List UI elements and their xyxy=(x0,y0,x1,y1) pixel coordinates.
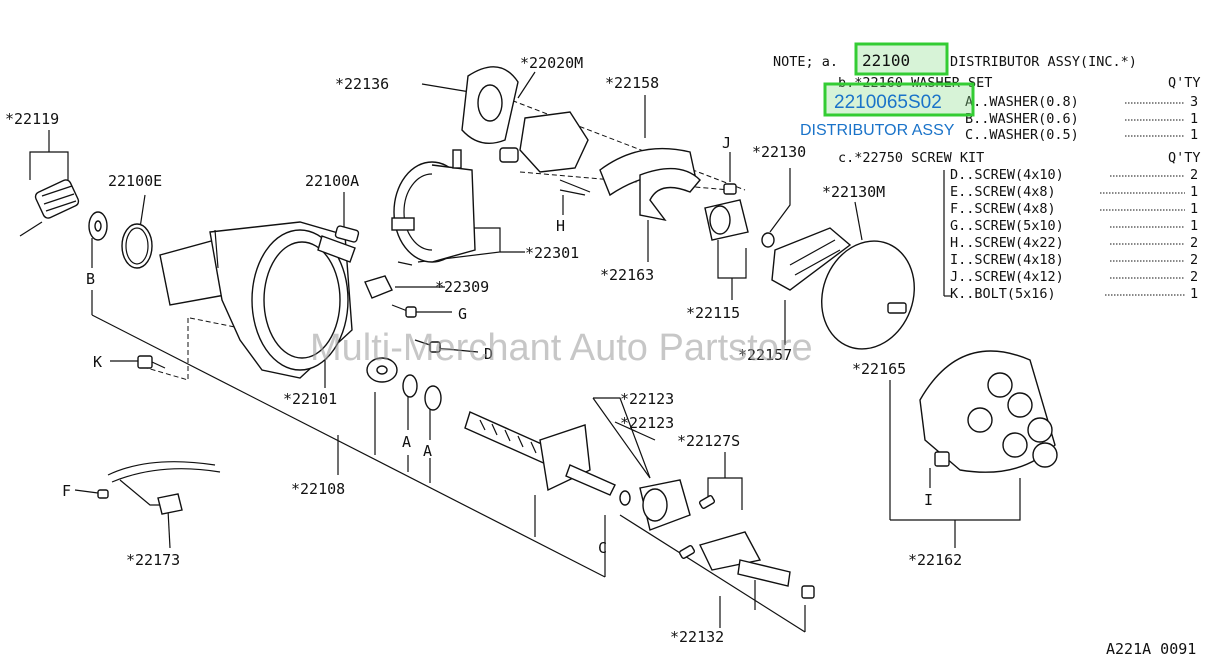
part-shaft-assembly xyxy=(464,411,616,496)
washer-row-b-qty: 1 xyxy=(1190,111,1198,127)
note-line1-part: 22100 xyxy=(862,51,910,70)
label-A-2: A xyxy=(423,442,432,460)
label-I: I xyxy=(924,491,933,509)
label-22163: *22163 xyxy=(600,266,654,284)
part-22157-rotor xyxy=(771,227,852,291)
part-22020M-breaker xyxy=(499,111,591,193)
part-22163-plate xyxy=(639,167,701,222)
part-22130M-cap-seal xyxy=(821,240,915,350)
screw-row-g-qty: 1 xyxy=(1190,218,1198,234)
washer-row-c-qty: 1 xyxy=(1190,127,1198,143)
label-22100E: 22100E xyxy=(108,172,162,190)
note-qty-header-2: Q'TY xyxy=(1168,150,1201,166)
label-22108: *22108 xyxy=(291,480,345,498)
part-k-bolt xyxy=(137,355,166,369)
label-B: B xyxy=(86,270,95,288)
part-22100A-screw xyxy=(334,225,360,243)
washer-row-a: A..WASHER(0.8) xyxy=(965,94,1079,110)
label-J: J xyxy=(722,134,731,152)
part-22136-plate xyxy=(461,66,519,144)
figure-code: A221A 0091 xyxy=(1106,640,1196,658)
label-H: H xyxy=(556,217,565,235)
part-22309-clip xyxy=(364,275,393,299)
screw-row-k-qty: 1 xyxy=(1190,286,1198,302)
label-22020M: *22020M xyxy=(520,54,583,72)
screw-row-e-qty: 1 xyxy=(1190,184,1198,200)
screw-row-j: J..SCREW(4x12) xyxy=(950,269,1064,285)
washer-row-a-qty: 3 xyxy=(1190,94,1198,110)
label-C: C xyxy=(598,539,607,557)
part-22100E-oring xyxy=(121,223,153,269)
part-washer-b xyxy=(88,211,108,241)
part-22123-pickup xyxy=(619,479,691,531)
label-22130M: *22130M xyxy=(822,183,885,201)
screw-row-f-qty: 1 xyxy=(1190,201,1198,217)
part-screw-j xyxy=(723,183,737,195)
label-F: F xyxy=(62,482,71,500)
label-22162: *22162 xyxy=(908,551,962,569)
screw-row-g: G..SCREW(5x10) xyxy=(950,218,1064,234)
label-22127S: *22127S xyxy=(677,432,740,450)
part-22127S-screws xyxy=(678,495,716,559)
note-qty-header-1: Q'TY xyxy=(1168,75,1201,91)
label-22301: *22301 xyxy=(525,244,579,262)
part-22115-rotor-shaft xyxy=(704,199,749,241)
part-22130-oring-small xyxy=(761,232,775,248)
part-22301-vacuum-unit xyxy=(391,149,476,266)
screw-row-i-qty: 2 xyxy=(1190,252,1198,268)
highlight-part-number: 2210065S02 xyxy=(834,92,942,113)
label-22123-lower: *22123 xyxy=(620,414,674,432)
screw-row-j-qty: 2 xyxy=(1190,269,1198,285)
part-number-highlight-box xyxy=(854,42,949,76)
screw-row-h-qty: 2 xyxy=(1190,235,1198,251)
part-labels: *22119 22100E 22100A *22136 *22020M *221… xyxy=(5,54,962,646)
label-22132: *22132 xyxy=(670,628,724,646)
label-22157: *22157 xyxy=(738,346,792,364)
note-table: NOTE; a. 22100 DISTRIBUTOR ASSY(INC.*) b… xyxy=(773,42,1201,302)
label-22101: *22101 xyxy=(283,390,337,408)
label-22173: *22173 xyxy=(126,551,180,569)
highlight-part-name: DISTRIBUTOR ASSY xyxy=(800,122,955,139)
part-screw-g xyxy=(391,304,417,318)
screw-row-d: D..SCREW(4x10) xyxy=(950,167,1064,183)
screw-row-f: F..SCREW(4x8) xyxy=(950,201,1056,217)
label-22123-upper: *22123 xyxy=(620,390,674,408)
screw-row-h: H..SCREW(4x22) xyxy=(950,235,1064,251)
label-22115: *22115 xyxy=(686,304,740,322)
part-22119-drive-gear xyxy=(19,179,80,237)
label-22136: *22136 xyxy=(335,75,389,93)
part-distributor-housing xyxy=(159,221,356,379)
part-screw-h xyxy=(559,189,586,196)
label-G: G xyxy=(458,305,467,323)
label-K: K xyxy=(93,353,102,371)
label-22100A: 22100A xyxy=(305,172,359,190)
part-22132-gear-shaft xyxy=(699,531,815,599)
label-22309: *22309 xyxy=(435,278,489,296)
label-22130: *22130 xyxy=(752,143,806,161)
label-D: D xyxy=(484,345,493,363)
screw-row-i: I..SCREW(4x18) xyxy=(950,252,1064,268)
part-22173-wire xyxy=(97,461,221,515)
screw-row-e: E..SCREW(4x8) xyxy=(950,184,1056,200)
washer-row-b: B..WASHER(0.6) xyxy=(965,111,1079,127)
label-22158: *22158 xyxy=(605,74,659,92)
highlight-box xyxy=(823,82,975,117)
screw-row-d-qty: 2 xyxy=(1190,167,1198,183)
washer-row-c: C..WASHER(0.5) xyxy=(965,127,1079,143)
note-line1-prefix: NOTE; a. xyxy=(773,54,838,70)
note-line1-suffix: DISTRIBUTOR ASSY(INC.*) xyxy=(950,54,1137,70)
part-washers-center xyxy=(366,357,442,411)
label-22165: *22165 xyxy=(852,360,906,378)
watermark-text: Multi-Merchant Auto Partstore xyxy=(310,327,813,369)
part-screw-d xyxy=(414,339,441,353)
label-A-1: A xyxy=(402,433,411,451)
part-22165-distributor-cap xyxy=(919,350,1058,473)
highlight-overlay: 2210065S02 DISTRIBUTOR ASSY xyxy=(800,82,975,139)
note-line3: c.*22750 SCREW KIT xyxy=(838,150,984,166)
screw-row-k: K..BOLT(5x16) xyxy=(950,286,1056,302)
label-22119: *22119 xyxy=(5,110,59,128)
